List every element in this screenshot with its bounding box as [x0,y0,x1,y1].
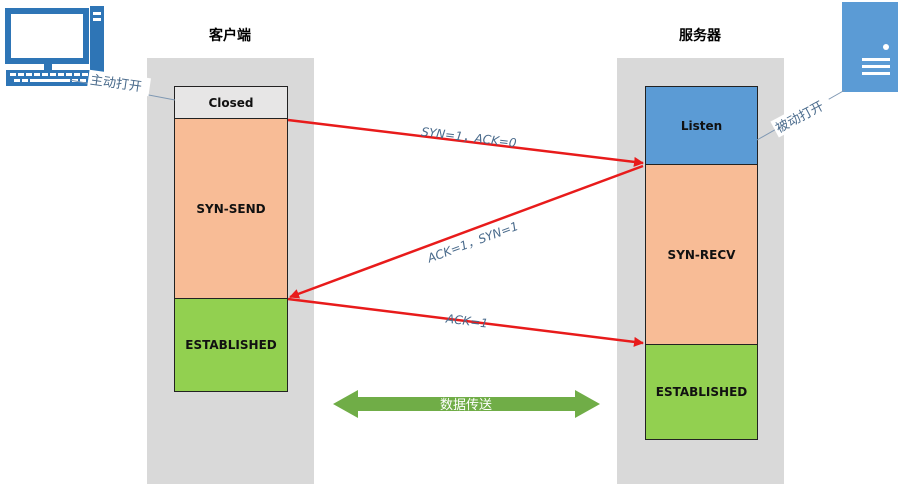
server-icon [842,2,898,92]
server-title: 服务器 [679,28,721,44]
syn-ack-arrow [289,164,644,299]
ack-label: ACK=1 [444,311,489,330]
server-state-established: ESTABLISHED [645,344,758,440]
client-state-closed: Closed [174,86,288,119]
server-state-listen: Listen [645,86,758,165]
syn-label: SYN=1，ACK=0 [421,125,518,150]
client-state-established: ESTABLISHED [174,298,288,392]
syn-arrow [287,118,644,167]
client-open-label: 主动打开 [89,73,143,95]
data-transfer-label: 数据传送 [440,398,492,413]
ack-arrow [287,297,644,347]
client-title: 客户端 [209,28,251,44]
server-state-syn-recv: SYN-RECV [645,164,758,345]
data-transfer-arrow [333,390,600,418]
computer-icon [5,6,104,86]
client-state-syn-send: SYN-SEND [174,118,288,299]
